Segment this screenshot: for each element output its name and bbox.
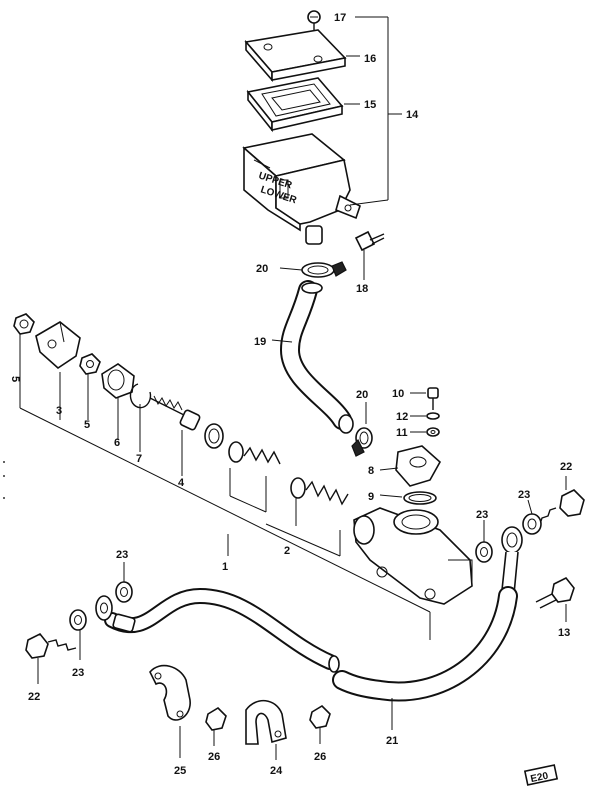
hose-clamp-upper xyxy=(279,261,347,278)
callout-5-left: 5 xyxy=(9,376,21,382)
o-ring xyxy=(379,491,437,505)
callout-9: 9 xyxy=(368,491,374,503)
hose-clamp-lower xyxy=(351,402,373,457)
callout-20-lower: 20 xyxy=(356,389,368,401)
banjo-fitting-right xyxy=(501,526,523,596)
callout-8: 8 xyxy=(368,465,374,477)
callout-4: 4 xyxy=(178,477,185,489)
reservoir-body: UPPER LOWER xyxy=(242,133,361,245)
callout-22-right: 22 xyxy=(560,461,572,473)
callout-23-mid: 23 xyxy=(476,509,488,521)
callout-6: 6 xyxy=(114,437,120,449)
master-cylinder-body xyxy=(353,507,473,605)
union-bolt-right xyxy=(533,476,585,527)
pushrod-clevis xyxy=(35,321,81,370)
callout-11: 11 xyxy=(396,427,408,439)
sealing-washer-lower-left xyxy=(69,609,87,660)
locknut-left xyxy=(13,313,35,335)
dust-boot xyxy=(101,363,135,399)
locknut-right xyxy=(79,353,101,375)
reservoir-assembly: UPPER LOWER xyxy=(242,10,402,280)
diagram-code-text: E20 xyxy=(530,771,550,786)
callout-26-left: 26 xyxy=(208,751,220,763)
callout-7: 7 xyxy=(136,453,142,465)
hose-connector xyxy=(379,445,442,487)
callout-5-right: 5 xyxy=(84,419,90,431)
union-bolt-left xyxy=(25,632,77,684)
sealing-washer-upper-left xyxy=(115,562,133,603)
circlip xyxy=(129,383,152,409)
callout-14: 14 xyxy=(406,109,419,121)
assembly-leader-lines xyxy=(19,330,431,640)
callout-10: 10 xyxy=(392,388,404,400)
clutch-pipe xyxy=(95,587,340,673)
clamp-bolt-right xyxy=(309,704,331,744)
callout-18: 18 xyxy=(356,283,368,295)
hose-clamp-bracket xyxy=(245,699,287,760)
callout-16: 16 xyxy=(364,53,376,65)
callout-3: 3 xyxy=(56,405,62,417)
callout-19: 19 xyxy=(254,336,266,348)
clutch-hose xyxy=(332,586,518,730)
reservoir-cap xyxy=(244,29,347,83)
union-bolt-set xyxy=(410,387,440,437)
callout-labels: 17 16 15 14 20 18 19 20 10 12 11 8 9 5 3… xyxy=(9,12,572,777)
reservoir-hose xyxy=(271,280,354,434)
reservoir-mount-bolt xyxy=(354,230,385,252)
callout-2: 2 xyxy=(284,545,290,557)
callout-21: 21 xyxy=(386,735,398,747)
callout-22-left: 22 xyxy=(28,691,40,703)
pipe-clamp xyxy=(149,664,191,758)
callout-25: 25 xyxy=(174,765,186,777)
callout-15: 15 xyxy=(364,99,376,111)
callout-24: 24 xyxy=(270,765,283,777)
callout-13: 13 xyxy=(558,627,570,639)
diagram-code-stamp: E20 xyxy=(523,764,559,786)
callout-20-upper: 20 xyxy=(256,263,268,275)
piston-kit xyxy=(228,441,349,506)
banjo-bolt xyxy=(535,576,575,622)
callout-23-lower-left: 23 xyxy=(72,667,84,679)
clamp-bolt-left xyxy=(205,706,227,746)
scan-artifact-dots xyxy=(3,461,5,499)
callout-26-right: 26 xyxy=(314,751,326,763)
pushrod-piston xyxy=(149,395,224,449)
callout-23-upper-left: 23 xyxy=(116,549,128,561)
sealing-washer-mid xyxy=(475,520,493,563)
callout-1: 1 xyxy=(222,561,228,573)
reservoir-diaphragm xyxy=(246,77,344,133)
cap-screw xyxy=(307,10,321,30)
callout-12: 12 xyxy=(396,411,408,423)
callout-17: 17 xyxy=(334,12,346,24)
sealing-washer-right xyxy=(522,499,542,535)
callout-23-right: 23 xyxy=(518,489,530,501)
